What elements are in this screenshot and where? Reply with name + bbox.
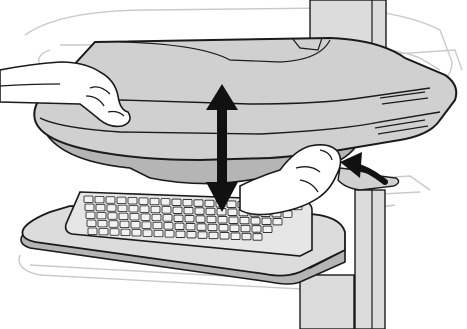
keyboard-key <box>186 231 197 239</box>
keyboard-key <box>95 203 106 212</box>
keyboard-key <box>261 217 272 225</box>
keyboard-key <box>129 213 140 221</box>
keyboard-key <box>218 224 229 232</box>
keyboard-key <box>174 222 185 230</box>
keyboard-key <box>85 211 96 219</box>
keyboard-key <box>164 230 175 238</box>
keyboard-key <box>228 216 239 224</box>
keyboard-key <box>183 207 194 215</box>
keyboard-key <box>120 228 131 237</box>
keyboard-key <box>239 216 250 225</box>
keyboard-key <box>152 221 163 230</box>
keyboard-key <box>116 196 127 205</box>
keyboard-key <box>109 228 120 236</box>
keyboard-key <box>206 215 217 224</box>
keyboard-key <box>138 197 149 205</box>
keyboard-key <box>118 212 129 221</box>
keyboard-key <box>86 219 97 227</box>
keyboard-key <box>182 199 193 207</box>
height-arrow-icon <box>206 84 238 212</box>
keyboard-key <box>108 220 119 228</box>
keyboard-key <box>127 197 138 205</box>
keyboard-key <box>106 204 117 212</box>
keyboard-key <box>128 205 139 213</box>
keyboard-key <box>171 198 182 206</box>
keyboard-key <box>97 219 108 228</box>
right-hand <box>239 144 342 216</box>
keyboard-key <box>153 229 164 238</box>
keyboard-key <box>251 225 262 233</box>
keyboard-key <box>197 231 208 239</box>
keyboard-key <box>195 215 206 223</box>
keyboard-key <box>250 217 261 225</box>
keyboard-key <box>139 205 150 213</box>
keyboard-key <box>219 232 230 240</box>
keyboard-key <box>205 207 216 216</box>
keyboard-key <box>142 229 153 237</box>
keyboard-key <box>230 232 241 240</box>
keyboard-key <box>161 206 172 214</box>
keyboard-key <box>229 224 240 232</box>
work-surface <box>33 36 458 185</box>
keyboard-key <box>240 224 251 233</box>
keyboard-key <box>252 233 263 241</box>
keyboard-key <box>172 206 183 214</box>
keyboard-key <box>150 205 161 214</box>
keyboard-key <box>241 232 252 241</box>
keyboard-key <box>96 211 107 220</box>
left-hand <box>0 61 131 128</box>
keyboard-key <box>272 218 283 226</box>
keyboard-key <box>184 215 195 223</box>
keyboard-key <box>149 197 160 206</box>
keyboard-keys <box>83 195 303 241</box>
keyboard-key <box>226 200 237 208</box>
keyboard-key <box>107 212 118 220</box>
keyboard-key <box>83 195 94 203</box>
keyboard-key <box>163 222 174 230</box>
keyboard-key <box>175 230 186 238</box>
keyboard-key <box>140 213 151 221</box>
keyboard-key <box>207 223 218 232</box>
keyboard-key <box>160 198 171 206</box>
keyboard-key <box>208 231 219 240</box>
keyboard-key <box>217 216 228 224</box>
keyboard-key <box>84 203 95 211</box>
keyboard-key <box>87 227 98 235</box>
keyboard-key <box>173 214 184 222</box>
keyboard-key <box>185 223 196 231</box>
keyboard-key <box>141 221 152 229</box>
keyboard-key <box>194 207 205 215</box>
keyboard-key <box>119 220 130 229</box>
keyboard-key <box>162 214 173 222</box>
keyboard-key <box>130 221 141 229</box>
curved-arrow-icon <box>340 152 388 185</box>
keyboard-key <box>196 223 207 231</box>
keyboard-key <box>193 199 204 207</box>
keyboard-key <box>227 208 238 216</box>
keyboard-key <box>98 227 109 236</box>
keyboard-key <box>105 196 116 204</box>
keyboard-key <box>262 225 273 233</box>
keyboard-key <box>94 195 105 204</box>
keyboard-key <box>204 199 215 208</box>
keyboard-key <box>117 204 128 213</box>
keyboard-key <box>131 229 142 237</box>
keyboard-key <box>151 213 162 222</box>
